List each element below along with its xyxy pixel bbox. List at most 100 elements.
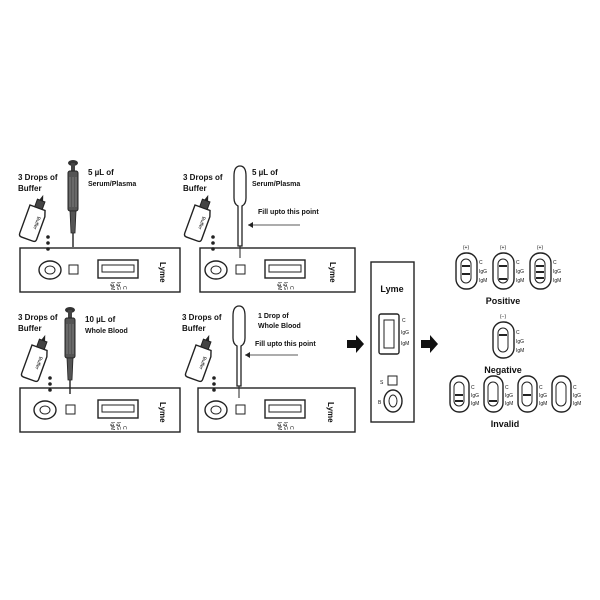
svg-text:(+): (+) [500,245,507,251]
svg-text:C: C [402,318,406,324]
buffer-bottle-icon: Buffer [20,331,55,383]
arrow-right-icon [421,335,438,353]
svg-text:Lyme: Lyme [380,284,403,294]
svg-text:C: C [516,330,520,336]
svg-text:(−): (−) [500,314,507,320]
svg-text:Lyme: Lyme [328,262,337,283]
svg-text:IgG: IgG [553,269,561,275]
svg-text:Buffer: Buffer [31,216,41,231]
svg-text:IgM: IgM [573,401,581,407]
svg-text:Buffer: Buffer [197,356,207,371]
svg-text:C: C [121,426,127,430]
svg-text:Lyme: Lyme [158,402,167,423]
fill-note: Fill upto this point [258,209,319,216]
step-1-sample-label-2: Serum/Plasma [88,181,136,188]
svg-text:IgG: IgG [516,269,524,275]
device-name: Lyme [158,262,167,283]
svg-text:IgG: IgG [573,393,581,399]
svg-text:(+): (+) [537,245,544,251]
buffer-bottle-icon: Buffer [184,331,219,383]
invalid-result-4: C IgG IgM [551,375,581,413]
svg-text:Serum/Plasma: Serum/Plasma [252,181,300,188]
svg-text:(+): (+) [463,245,470,251]
buffer-bottle-icon: Buffer [183,191,218,243]
sample-well [68,264,79,275]
svg-text:IgG: IgG [539,393,547,399]
svg-text:Buffer: Buffer [33,356,43,371]
svg-text:Buffer: Buffer [182,324,206,333]
buffer-well [38,260,62,280]
step-1-buffer-label: 3 Drops of [18,173,58,182]
svg-text:IgM: IgM [109,282,115,290]
buffer-well [383,389,403,413]
vertical-test-cassette: Lyme C IgG IgM S B [370,261,415,423]
buffer-drops-icon [212,376,216,392]
svg-text:IgM: IgM [471,401,479,407]
svg-text:S: S [380,380,384,386]
test-cassette [199,247,356,293]
invalid-result-2: C IgG IgM [483,375,513,413]
svg-text:Buffer: Buffer [183,184,207,193]
svg-text:IgM: IgM [539,401,547,407]
arrow-right-icon [347,335,364,353]
svg-text:IgG: IgG [479,269,487,275]
test-cassette [19,247,181,293]
positive-label: Positive [486,296,521,306]
step-1-sample-label: 5 µL of [88,168,114,177]
svg-text:IgM: IgM [516,348,524,354]
invalid-result-1: C IgG IgM [449,375,479,413]
step-4: 3 Drops of Buffer 1 Drop of Whole Blood … [182,305,356,433]
svg-text:C: C [471,385,475,391]
buffer-drops-icon [48,376,52,392]
svg-text:C: C [553,260,557,266]
svg-text:IgG: IgG [401,330,409,336]
result-window [378,313,400,355]
svg-text:10 µL of: 10 µL of [85,315,116,324]
test-cassette [197,387,356,433]
svg-text:IgM: IgM [516,278,524,284]
svg-text:IgG: IgG [471,393,479,399]
svg-text:IgM: IgM [553,278,561,284]
positive-result-3: (+) C IgG IgM [529,245,561,290]
negative-result: (−) C IgG IgM [492,314,524,359]
svg-text:C: C [516,260,520,266]
svg-text:Buffer: Buffer [18,324,42,333]
test-cassette [19,387,181,433]
svg-text:C: C [505,385,509,391]
step-1-buffer-label-2: Buffer [18,184,42,193]
svg-text:IgM: IgM [479,278,487,284]
invalid-label: Invalid [491,419,520,429]
svg-text:5 µL of: 5 µL of [252,168,278,177]
buffer-bottle-icon: Buffer [18,191,53,243]
svg-text:Buffer: Buffer [196,216,206,231]
svg-text:IgG: IgG [282,422,288,430]
svg-text:3 Drops of: 3 Drops of [182,313,222,322]
svg-text:IgG: IgG [505,393,513,399]
invalid-result-3: C IgG IgM [517,375,547,413]
step-1: 3 Drops of Buffer 5 µL of Serum/Plasma B… [18,159,181,293]
svg-text:B: B [378,400,382,406]
svg-text:Whole Blood: Whole Blood [258,323,301,330]
dropper-icon [232,305,246,399]
svg-text:IgM: IgM [505,401,513,407]
step-2: 3 Drops of Buffer 5 µL of Serum/Plasma F… [183,165,356,293]
step-3: 3 Drops of Buffer 10 µL of Whole Blood B… [18,306,181,433]
svg-text:IgG: IgG [516,339,524,345]
dropper-icon [233,165,247,259]
svg-text:C: C [573,385,577,391]
svg-text:IgG: IgG [115,422,121,430]
sample-well [387,375,398,386]
svg-text:IgM: IgM [109,422,115,430]
positive-result-1: (+) C IgG IgM [455,245,487,290]
svg-text:IgG: IgG [115,282,121,290]
svg-text:1 Drop of: 1 Drop of [258,313,289,320]
svg-text:IgG: IgG [282,282,288,290]
svg-text:C: C [288,286,294,290]
micropipette-icon [64,306,76,395]
svg-text:3 Drops of: 3 Drops of [18,313,58,322]
svg-text:Lyme: Lyme [326,402,335,423]
svg-text:IgM: IgM [276,422,282,430]
fill-note: Fill upto this point [255,341,316,348]
svg-text:Whole Blood: Whole Blood [85,328,128,335]
positive-result-2: (+) C IgG IgM [492,245,524,290]
